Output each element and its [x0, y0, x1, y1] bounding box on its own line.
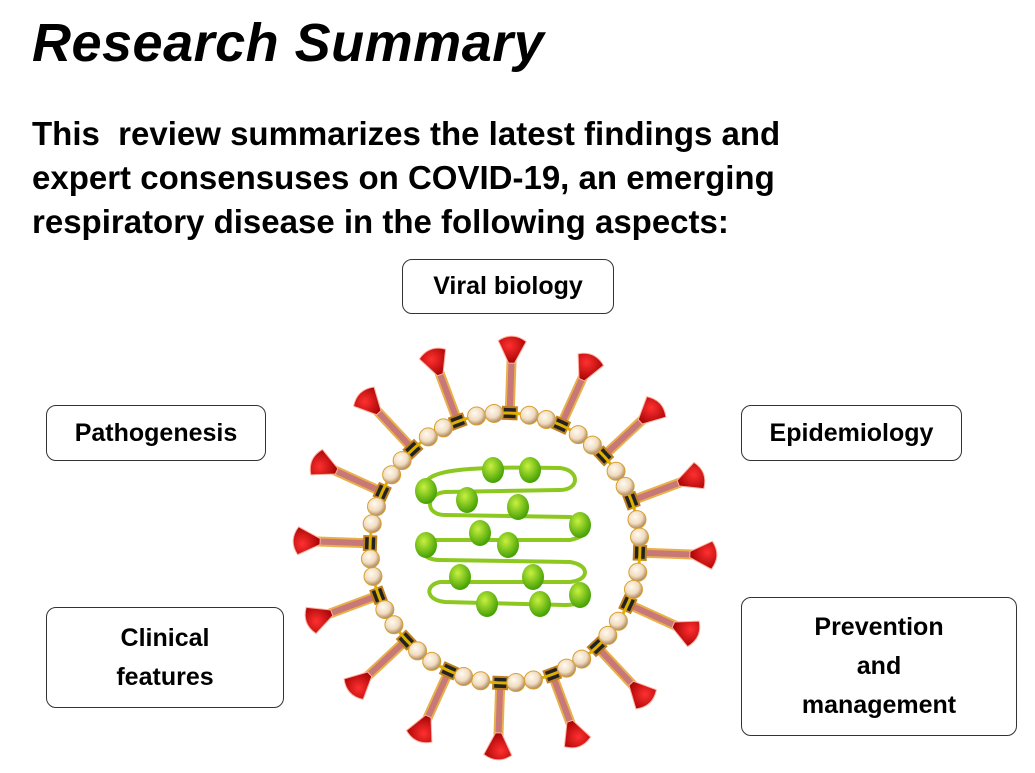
nucleocapsid-protein [482, 457, 504, 483]
page-title: Research Summary [32, 13, 545, 73]
membrane-bead [608, 611, 628, 631]
membrane-bead [367, 497, 387, 517]
membrane-bead [598, 625, 618, 645]
nucleocapsid-protein [497, 532, 519, 558]
membrane-bead [630, 527, 650, 547]
intro-text: This review summarizes the latest findin… [32, 112, 780, 244]
spike-protein [292, 526, 378, 556]
membrane-bead [454, 666, 474, 686]
membrane-bead [384, 615, 404, 635]
membrane-bead [375, 600, 395, 620]
spike-protein [304, 585, 388, 635]
membrane-bead [627, 510, 647, 530]
aspect-clinical-features: Clinical features [46, 607, 284, 708]
membrane-bead [467, 406, 487, 426]
membrane-bead [362, 514, 382, 534]
spike-protein [418, 347, 468, 431]
membrane-bead [418, 427, 438, 447]
nucleocapsid-protein [469, 520, 491, 546]
aspect-label: Pathogenesis [74, 418, 238, 447]
intro-line: expert consensuses on COVID-19, an emerg… [32, 159, 775, 196]
membrane-bead [519, 405, 539, 425]
aspect-label: Epidemiology [769, 418, 934, 447]
spike-protein [353, 386, 424, 460]
rna-genome [420, 465, 589, 608]
membrane-bead [615, 476, 635, 496]
membrane-bead [360, 549, 380, 569]
membrane-bead [506, 673, 526, 693]
membrane-bead [433, 418, 453, 438]
membrane-bead [363, 566, 383, 586]
membrane-bead [557, 658, 577, 678]
intro-line: respiratory disease in the following asp… [32, 203, 729, 240]
membrane-bead [408, 641, 428, 661]
membrane-bead [471, 671, 491, 691]
membrane-bead [582, 435, 602, 455]
membrane-bead [606, 461, 626, 481]
aspect-label: and [856, 652, 902, 680]
membrane-bead [422, 651, 442, 671]
membrane-bead [523, 670, 543, 690]
aspect-label: Clinical [120, 623, 210, 652]
nucleocapsid-protein [476, 591, 498, 617]
nucleocapsid-protein [415, 478, 437, 504]
membrane-bead [382, 465, 402, 485]
membrane-bead [572, 649, 592, 669]
spike-protein [497, 335, 527, 421]
spike-protein [622, 461, 706, 511]
nucleocapsid-protein [449, 564, 471, 590]
membrane-bead [568, 425, 588, 445]
aspect-viral-biology: Viral biology [402, 259, 614, 314]
membrane-bead [623, 579, 643, 599]
membrane-bead [392, 451, 412, 471]
spike-protein [586, 636, 657, 710]
spike-protein [309, 448, 392, 503]
nucleocapsid-protein [529, 591, 551, 617]
nucleocapsid-protein [519, 457, 541, 483]
aspect-pathogenesis: Pathogenesis [46, 405, 266, 461]
spike-protein [343, 629, 417, 700]
membrane-bead [536, 410, 556, 430]
spike-protein [593, 396, 667, 467]
aspect-label: Prevention [814, 613, 944, 641]
aspect-epidemiology: Epidemiology [741, 405, 962, 461]
aspect-label: features [116, 662, 214, 691]
nucleocapsid-protein [507, 494, 529, 520]
nucleocapsid-protein [415, 532, 437, 558]
membrane-bead [484, 403, 504, 423]
aspect-label: Viral biology [433, 272, 583, 300]
membrane-bead [628, 562, 648, 582]
intro-line: This review summarizes the latest findin… [32, 115, 781, 152]
spike-protein [618, 593, 701, 648]
nucleocapsid-protein [569, 582, 591, 608]
aspect-label: management [801, 691, 957, 719]
nucleocapsid-protein [522, 564, 544, 590]
nucleocapsid-protein [569, 512, 591, 538]
viral-membrane [368, 411, 642, 685]
nucleocapsid-protein [456, 487, 478, 513]
spike-protein [483, 675, 513, 761]
aspect-prevention-management: Prevention and management [741, 597, 1017, 736]
